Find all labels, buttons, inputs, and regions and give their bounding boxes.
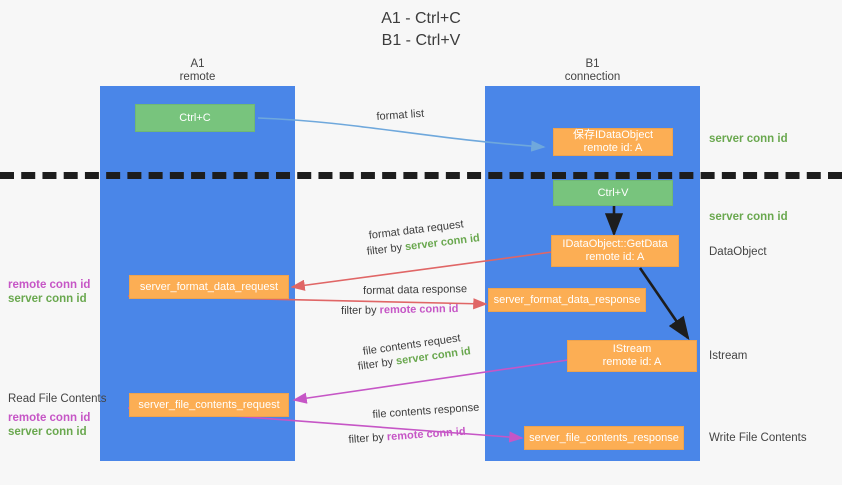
- right-label-dataobject: DataObject: [709, 246, 767, 258]
- right-label-istream: Istream: [709, 350, 748, 362]
- annotation-format-data-response-filter: filter by remote conn id: [341, 302, 459, 318]
- lane-header-b1: B1 connection: [485, 58, 700, 84]
- box-getdata[interactable]: IDataObject::GetData remote id: A: [551, 235, 679, 267]
- filter-by-label-4: filter by: [348, 431, 388, 446]
- box-server-format-data-response-label: server_format_data_response: [493, 293, 641, 306]
- annotation-format-list-text: format list: [376, 107, 425, 123]
- box-ctrl-v-label: Ctrl+V: [597, 186, 629, 199]
- lane-a1-name: A1: [190, 58, 205, 70]
- box-getdata-line2: remote id: A: [585, 251, 645, 263]
- box-ctrl-v[interactable]: Ctrl+V: [553, 180, 673, 206]
- lane-b1-name: B1: [585, 58, 600, 70]
- remote-conn-id-1: remote conn id: [379, 302, 459, 317]
- box-istream[interactable]: IStream remote id: A: [567, 340, 697, 372]
- title-line-1: A1 - Ctrl+C: [381, 10, 461, 27]
- filter-by-label-2: filter by: [341, 304, 380, 317]
- annotation-format-data-response-text: format data response: [363, 283, 468, 297]
- right-label-server-conn-mid: server conn id: [709, 211, 788, 223]
- box-istream-line2: remote id: A: [602, 356, 662, 368]
- box-server-format-data-request-label: server_format_data_request: [139, 280, 279, 293]
- arrow-format-list: [257, 117, 546, 152]
- right-label-write-file-contents: Write File Contents: [709, 432, 807, 444]
- arrow-getdata-to-istream: [638, 267, 690, 341]
- left-label-server-conn-2: server conn id: [8, 426, 87, 438]
- box-server-file-contents-request-label: server_file_contents_request: [138, 398, 280, 411]
- box-getdata-line1: IDataObject::GetData: [562, 238, 668, 250]
- arrow-file-contents-request: [292, 359, 569, 404]
- left-label-remote-conn-2: remote conn id: [8, 412, 91, 424]
- box-server-file-contents-response-label: server_file_contents_response: [529, 431, 679, 444]
- arrow-format-data-request: [290, 251, 553, 291]
- right-label-server-conn-top: server conn id: [709, 133, 788, 145]
- left-label-remote-conn-1: remote conn id: [8, 279, 91, 291]
- box-istream-line1: IStream: [612, 343, 652, 355]
- box-set-clipboard-line1: 保存IDataObject: [572, 129, 654, 141]
- lane-header-a1: A1 remote: [100, 58, 295, 84]
- box-set-clipboard-line2: remote id: A: [583, 142, 643, 154]
- lane-b1-sub: connection: [564, 71, 621, 83]
- left-label-server-conn-1: server conn id: [8, 293, 87, 305]
- box-server-file-contents-request[interactable]: server_file_contents_request: [129, 393, 289, 417]
- box-ctrl-c[interactable]: Ctrl+C: [135, 104, 255, 132]
- title-line-2: B1 - Ctrl+V: [381, 32, 461, 49]
- page-title: A1 - Ctrl+C B1 - Ctrl+V: [0, 8, 842, 52]
- box-server-file-contents-response[interactable]: server_file_contents_response: [524, 426, 684, 450]
- box-ctrl-c-label: Ctrl+C: [179, 111, 211, 124]
- left-label-read-file-contents: Read File Contents: [8, 393, 107, 405]
- box-set-clipboard[interactable]: 保存IDataObject remote id: A: [553, 128, 673, 156]
- annotation-format-data-response: format data response: [363, 282, 467, 298]
- box-server-format-data-response[interactable]: server_format_data_response: [488, 288, 646, 312]
- box-server-format-data-request[interactable]: server_format_data_request: [129, 275, 289, 299]
- lane-a1-sub: remote: [179, 71, 216, 83]
- phase-divider: [0, 172, 842, 179]
